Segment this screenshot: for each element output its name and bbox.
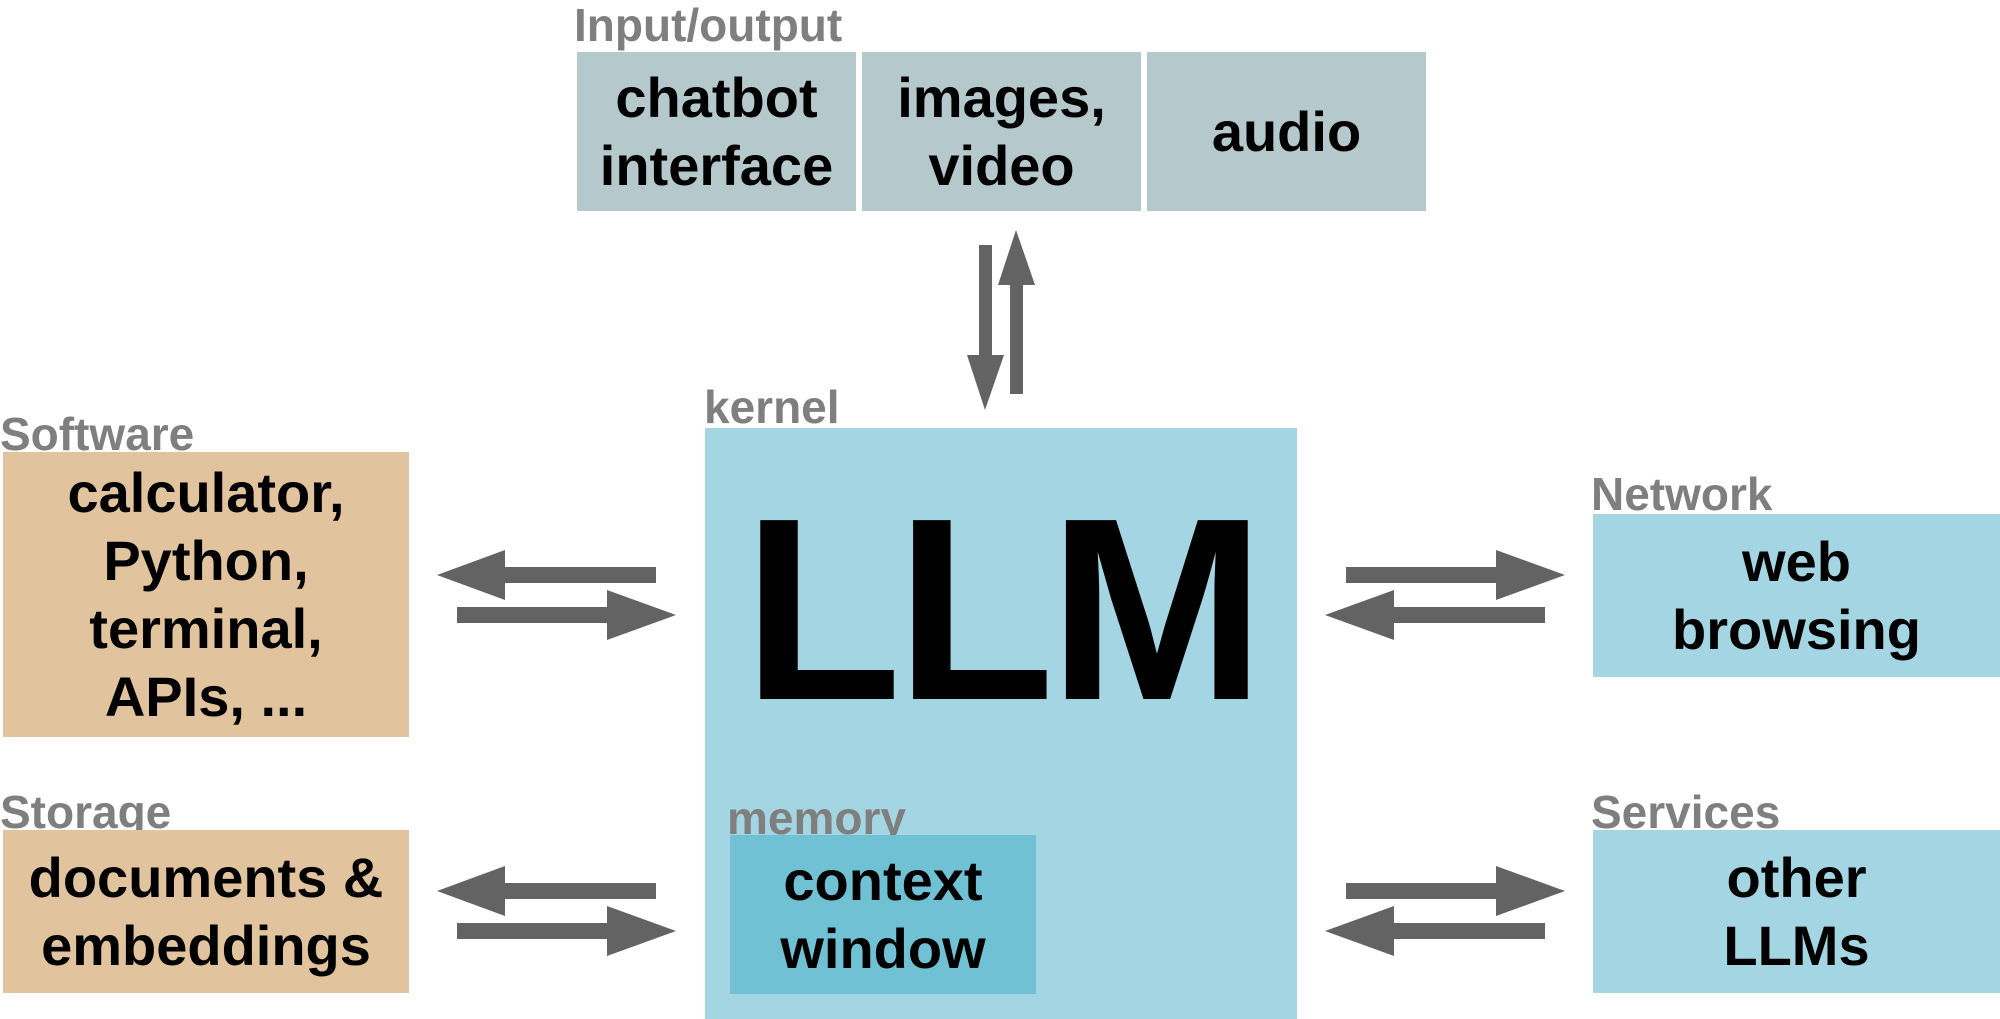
network-right-arrow bbox=[1346, 550, 1565, 600]
storage-left-arrow bbox=[437, 866, 656, 916]
storage-right-arrow bbox=[457, 906, 676, 956]
services-left-arrow bbox=[1325, 906, 1545, 956]
storage-box: documents & embeddings bbox=[3, 830, 409, 993]
software-box: calculator, Python, terminal, APIs, ... bbox=[3, 452, 409, 737]
services-box: other LLMs bbox=[1593, 830, 2000, 993]
llm-title: LLM bbox=[742, 465, 1265, 755]
network-box: web browsing bbox=[1593, 514, 2000, 677]
services-right-arrow bbox=[1346, 866, 1565, 916]
input-output-label: Input/output bbox=[574, 0, 843, 51]
software-label: Software bbox=[0, 408, 195, 460]
network-label: Network bbox=[1591, 468, 1773, 520]
io-down-arrow bbox=[967, 245, 1004, 410]
storage-label: Storage bbox=[0, 786, 172, 838]
io-up-arrow bbox=[998, 230, 1035, 394]
images-video-box: images, video bbox=[862, 52, 1141, 211]
network-left-arrow bbox=[1325, 590, 1545, 640]
chatbot-interface-box: chatbot interface bbox=[577, 52, 856, 211]
software-right-arrow bbox=[457, 590, 676, 640]
software-left-arrow bbox=[437, 550, 656, 600]
context-window-box: context window bbox=[730, 835, 1036, 994]
audio-box: audio bbox=[1147, 52, 1426, 211]
memory-label: memory bbox=[727, 792, 906, 844]
services-label: Services bbox=[1591, 786, 1781, 838]
kernel-label: kernel bbox=[704, 381, 840, 433]
